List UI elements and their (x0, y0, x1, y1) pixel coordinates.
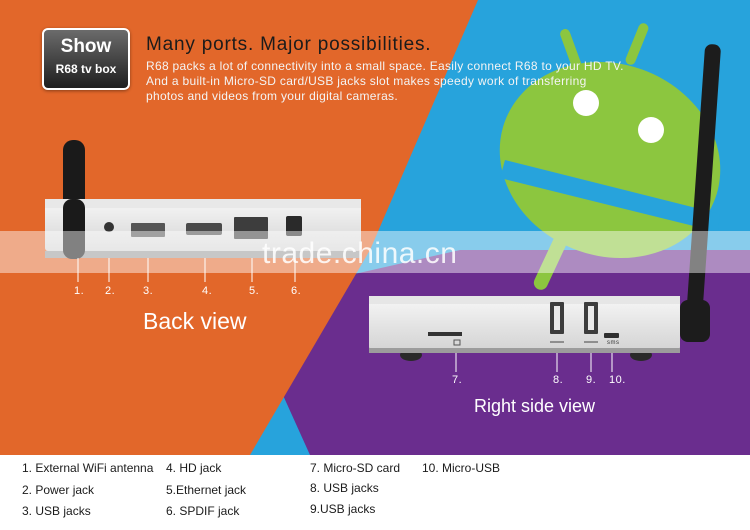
badge-subtitle: R68 tv box (55, 62, 117, 76)
micro-usb-port (604, 333, 619, 338)
right-num-10: 10. (609, 374, 626, 386)
spdif-port (286, 216, 302, 236)
show-badge: Show R68 tv box (42, 28, 130, 90)
legend-item-3: 3. USB jacks (22, 504, 91, 518)
back-num-2: 2. (105, 285, 116, 297)
back-view-box (45, 199, 361, 259)
banner-graphics (0, 0, 750, 455)
ethernet-port (234, 217, 268, 239)
right-view-label: Right side view (474, 396, 596, 416)
product-banner: Show R68 tv box Many ports. Major possib… (0, 0, 750, 455)
back-callouts (77, 258, 296, 282)
right-num-7: 7. (452, 374, 463, 386)
legend-item-10: 10. Micro-USB (422, 461, 501, 475)
port-legend: 1. External WiFi antenna 2. Power jack 3… (0, 455, 750, 530)
back-num-4: 4. (202, 285, 213, 297)
right-num-9: 9. (586, 374, 597, 386)
badge-title: Show (60, 36, 112, 57)
back-num-3: 3. (143, 285, 154, 297)
legend-item-1: 1. External WiFi antenna (22, 461, 154, 475)
micro-usb-port-label: sms (607, 340, 620, 346)
watermark-text: trade.china.cn (262, 237, 458, 270)
headline: Many ports. Major possibilities. (146, 34, 432, 55)
legend-item-6: 6. SPDIF jack (166, 504, 240, 518)
back-view-label: Back view (143, 308, 247, 334)
back-num-5: 5. (249, 285, 260, 297)
legend-item-9: 9.USB jacks (310, 502, 376, 516)
legend-item-2: 2. Power jack (22, 483, 95, 497)
sd-card-icon (428, 332, 462, 336)
intro-text: R68 packs a lot of connectivity into a s… (146, 59, 624, 103)
android-robot-icon (499, 23, 721, 290)
right-num-8: 8. (553, 374, 564, 386)
legend-item-4: 4. HD jack (166, 461, 222, 475)
right-view-box (369, 44, 721, 361)
usb-port-back (131, 223, 165, 237)
legend-item-7: 7. Micro-SD card (310, 461, 401, 475)
power-jack-icon (104, 222, 114, 232)
legend-item-8: 8. USB jacks (310, 481, 379, 495)
watermark-band: trade.china.cn (0, 231, 750, 273)
back-num-1: 1. (74, 285, 85, 297)
right-callouts (455, 353, 613, 372)
back-num-6: 6. (291, 285, 302, 297)
legend-item-5: 5.Ethernet jack (166, 483, 247, 497)
hd-port (186, 223, 222, 235)
